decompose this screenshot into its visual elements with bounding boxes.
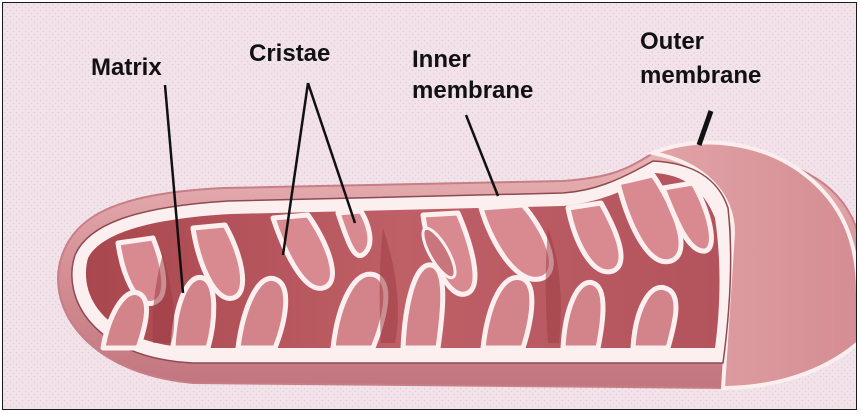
inner-membrane-label-line2: membrane xyxy=(412,77,533,104)
diagram-frame: Matrix Cristae Inner membrane Outer memb… xyxy=(2,2,857,410)
outer-membrane-label-line1: Outer xyxy=(640,28,704,55)
cristae-label: Cristae xyxy=(249,40,330,67)
inner-membrane-label-line1: Inner xyxy=(412,46,471,73)
outer-membrane-label-line2: membrane xyxy=(640,62,761,89)
matrix-label: Matrix xyxy=(91,54,162,81)
mitochondrion-diagram: Matrix Cristae Inner membrane Outer memb… xyxy=(3,3,857,410)
